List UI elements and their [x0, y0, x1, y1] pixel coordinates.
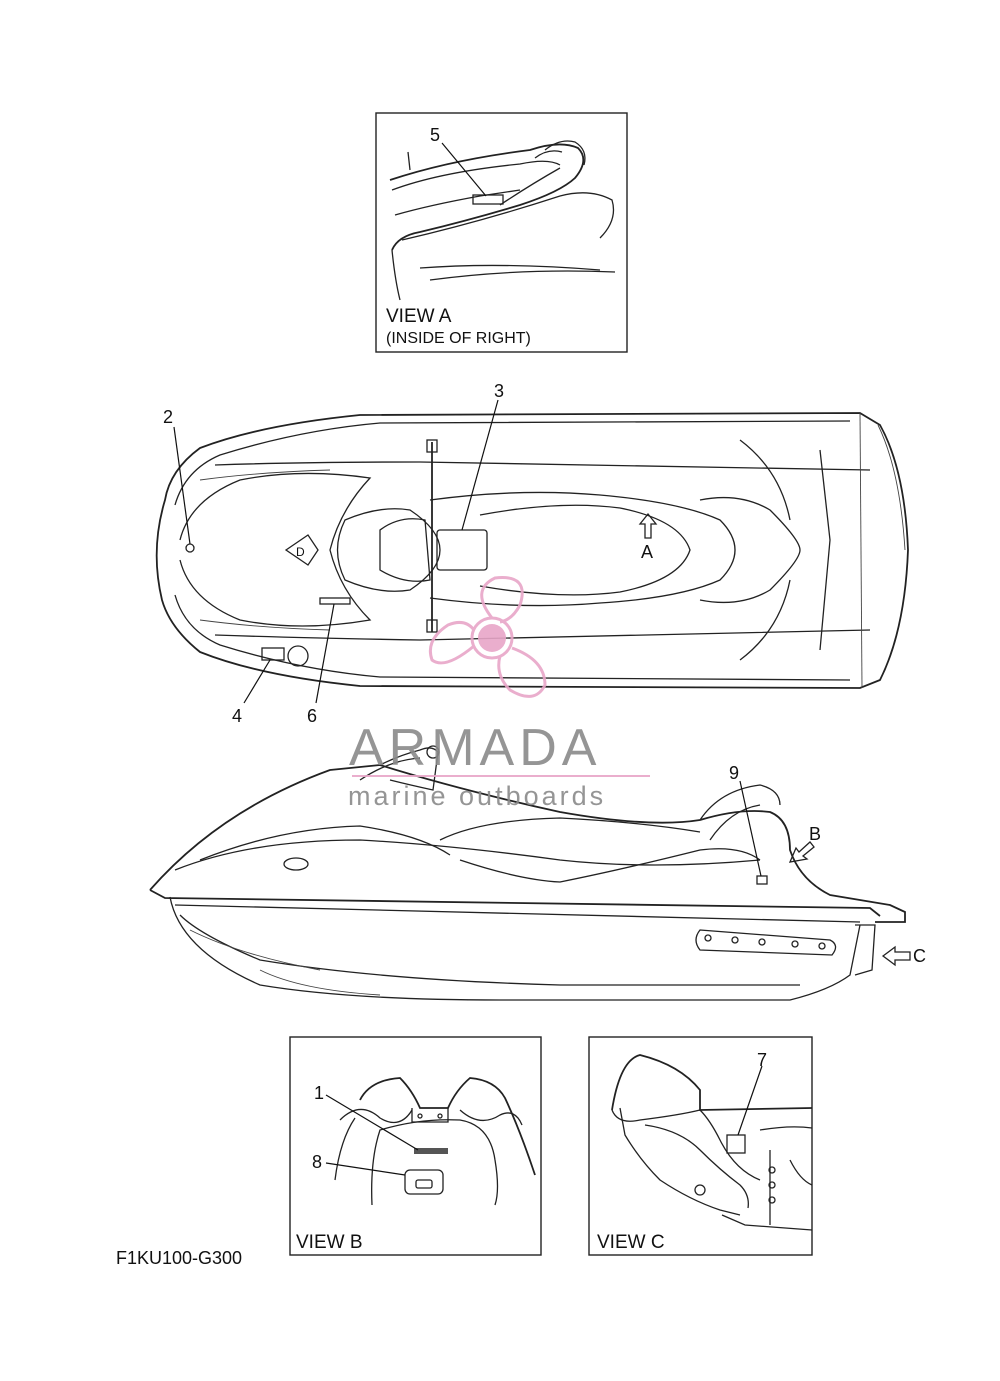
callout-7: 7 — [757, 1050, 767, 1070]
label-5-decal — [472, 194, 504, 205]
top-view-hull: D A 2 3 4 6 — [155, 381, 909, 726]
view-b-title: VIEW B — [296, 1232, 363, 1253]
svg-text:D: D — [296, 545, 305, 559]
side-view-hull: 9 B C — [149, 745, 926, 1001]
view-c-arrow-icon — [881, 945, 911, 967]
armada-watermark: ARMADA marine outboards — [348, 576, 650, 811]
watermark-brand: ARMADA — [349, 719, 601, 777]
callout-6: 6 — [307, 706, 317, 726]
callout-2: 2 — [163, 407, 173, 427]
callout-9: 9 — [729, 763, 739, 783]
callout-1: 1 — [314, 1083, 324, 1103]
view-b-arrow-icon — [788, 841, 815, 863]
propeller-logo-icon — [428, 576, 547, 698]
label-4-decal — [261, 647, 285, 661]
arrow-label-b: B — [809, 824, 821, 844]
view-c-title: VIEW C — [597, 1232, 665, 1253]
view-a-title: VIEW A — [386, 306, 452, 327]
label-8-decal — [404, 1169, 444, 1195]
label-7-decal — [726, 1134, 746, 1154]
label-1-decal — [414, 1148, 448, 1154]
label-6-decal — [319, 597, 351, 605]
view-a-panel: 5 VIEW A (INSIDE OF RIGHT) — [375, 112, 628, 353]
callout-8: 8 — [312, 1152, 322, 1172]
figure-code: F1KU100-G300 — [116, 1248, 242, 1268]
view-a-arrow-icon — [638, 512, 658, 539]
callout-3: 3 — [494, 381, 504, 401]
view-c-panel: 7 VIEW C — [588, 1036, 813, 1256]
label-3-decal — [436, 529, 488, 571]
callout-4: 4 — [232, 706, 242, 726]
watermark-tagline: marine outboards — [348, 781, 606, 811]
arrow-label-c: C — [913, 946, 926, 966]
label-9-decal — [756, 875, 768, 885]
view-a-subtitle: (INSIDE OF RIGHT) — [386, 330, 531, 347]
view-b-panel: 1 8 VIEW B — [289, 1036, 542, 1256]
arrow-label-a: A — [641, 542, 653, 562]
callout-5: 5 — [430, 125, 440, 145]
